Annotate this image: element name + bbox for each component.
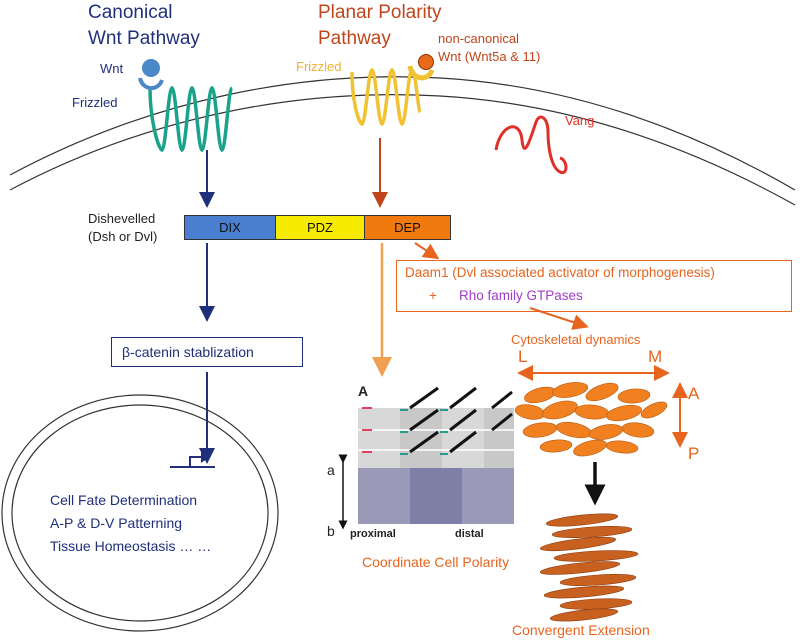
frizzled-receptor-canonical <box>148 86 234 152</box>
vang-protein <box>494 115 568 175</box>
dix-domain: DIX <box>184 215 276 240</box>
nucleus-text-2: A-P & D-V Patterning <box>50 515 183 531</box>
wnt-ligand <box>142 59 160 77</box>
proximal-label: proximal <box>350 528 396 540</box>
axis-label-lower-a: a <box>327 462 335 478</box>
nucleus-text-1: Cell Fate Determination <box>50 492 198 508</box>
catenin-label: β-catenin stablization <box>122 344 254 360</box>
convergent-extension-label: Convergent Extension <box>512 622 650 638</box>
wnt-label: Wnt <box>100 61 124 76</box>
canonical-title-line2: Wnt Pathway <box>88 28 200 49</box>
membrane-outer <box>9 76 796 191</box>
gene-promoter-symbol <box>170 451 215 468</box>
axis-label-a: A <box>688 384 700 403</box>
noncanonical-wnt-ligand <box>418 54 434 70</box>
axis-label-l: L <box>518 347 528 366</box>
dep-arrow-to-daam <box>414 242 440 260</box>
noncanonical-label-line2: Wnt (Wnt5a & 11) <box>438 49 541 64</box>
dishevelled-label-line2: (Dsh or Dvl) <box>88 229 158 244</box>
canonical-title-line1: Canonical <box>88 2 173 23</box>
noncanonical-label-line1: non-canonical <box>438 31 519 46</box>
membrane-inner <box>9 94 796 206</box>
axis-label-m: M <box>648 347 663 366</box>
frizzled-label-planar: Frizzled <box>296 59 342 74</box>
catenin-box: β-catenin stablization <box>111 337 303 367</box>
dep-domain: DEP <box>364 215 451 240</box>
vang-label: Vang <box>565 113 595 128</box>
nucleus-inner <box>11 404 269 622</box>
coordinate-cell-polarity-label: Coordinate Cell Polarity <box>362 554 510 570</box>
distal-label: distal <box>455 528 484 540</box>
rho-gtpases-label: Rho family GTPases <box>459 288 583 303</box>
cytoskeletal-label: Cytoskeletal dynamics <box>511 332 641 347</box>
polarity-epithelium-illustration <box>358 386 514 524</box>
frizzled-cup-planar <box>407 65 435 81</box>
extended-cells <box>539 513 639 622</box>
nucleus-outer <box>1 394 279 632</box>
plus-sign: + <box>429 288 437 303</box>
panel-letter: A <box>358 383 369 399</box>
frizzled-cup-canonical <box>138 77 164 90</box>
dishevelled-label-line1: Dishevelled <box>88 211 156 226</box>
frizzled-receptor-planar <box>350 68 422 126</box>
axis-label-p: P <box>688 444 700 463</box>
daam-box: Daam1 (Dvl associated activator of morph… <box>396 260 792 312</box>
pdz-domain: PDZ <box>275 215 365 240</box>
nucleus-text-3: Tissue Homeostasis … … <box>50 538 212 554</box>
daam-label: Daam1 (Dvl associated activator of morph… <box>405 265 715 280</box>
axis-label-lower-b: b <box>327 523 335 539</box>
mesenchymal-cells <box>514 382 668 457</box>
frizzled-label-canonical: Frizzled <box>72 95 118 110</box>
planar-title-line2: Pathway <box>318 28 391 49</box>
planar-title-line1: Planar Polarity <box>318 2 442 23</box>
